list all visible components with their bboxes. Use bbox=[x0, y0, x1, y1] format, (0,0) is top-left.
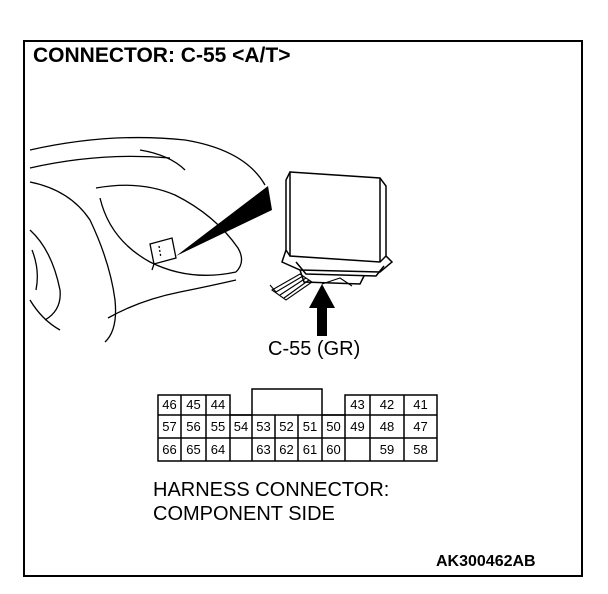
pin-49: 49 bbox=[350, 419, 365, 434]
pin-46: 46 bbox=[162, 397, 177, 412]
pin-60: 60 bbox=[326, 442, 341, 457]
pin-57: 57 bbox=[162, 419, 177, 434]
pin-41: 41 bbox=[413, 397, 428, 412]
pin-45: 45 bbox=[186, 397, 201, 412]
connector-label: C-55 (GR) bbox=[268, 338, 361, 360]
pin-66: 66 bbox=[162, 442, 177, 457]
pin-61: 61 bbox=[302, 442, 318, 457]
caption-line-2: COMPONENT SIDE bbox=[153, 503, 335, 525]
pin-55: 55 bbox=[210, 419, 226, 434]
caption-line-1: HARNESS CONNECTOR: bbox=[153, 479, 390, 501]
pin-62: 62 bbox=[279, 442, 294, 457]
pin-47: 47 bbox=[413, 419, 428, 434]
diagram-title: CONNECTOR: C-55 <A/T> bbox=[33, 44, 291, 67]
pin-52: 52 bbox=[279, 419, 294, 434]
pin-54: 54 bbox=[233, 419, 249, 434]
pin-58: 58 bbox=[413, 442, 428, 457]
pin-53: 53 bbox=[256, 419, 271, 434]
figure-code: AK300462AB bbox=[436, 553, 536, 570]
pin-56: 56 bbox=[186, 419, 201, 434]
pin-43: 43 bbox=[350, 397, 365, 412]
pin-48: 48 bbox=[379, 419, 395, 434]
pin-63: 63 bbox=[256, 442, 271, 457]
pin-59: 59 bbox=[379, 442, 395, 457]
pin-44: 44 bbox=[210, 397, 226, 412]
pin-50: 50 bbox=[326, 419, 341, 434]
pin-65: 65 bbox=[186, 442, 201, 457]
pin-51: 51 bbox=[302, 419, 318, 434]
pin-42: 42 bbox=[379, 397, 395, 412]
pin-64: 64 bbox=[210, 442, 226, 457]
diagram-frame bbox=[23, 40, 583, 577]
